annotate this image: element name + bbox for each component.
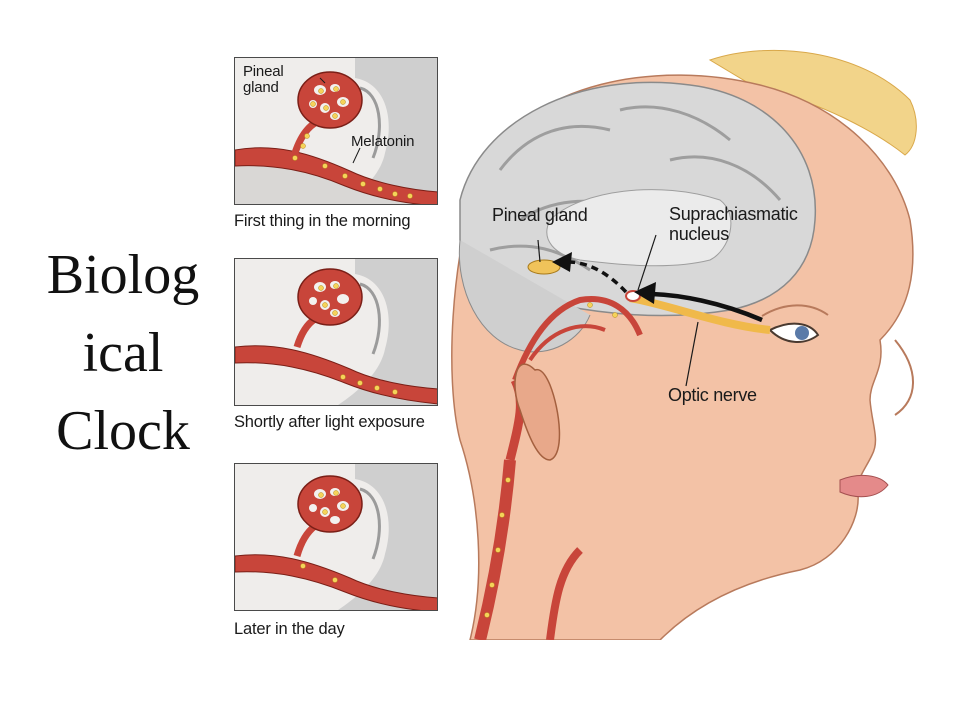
ear xyxy=(514,363,561,461)
melatonin-dots xyxy=(318,283,398,395)
panel-later-in-day xyxy=(234,463,438,611)
head-illustration xyxy=(451,49,917,640)
melatonin-dots xyxy=(292,86,413,199)
pineal-gland-shape xyxy=(297,475,363,533)
label-melatonin: Melatonin xyxy=(351,133,415,150)
hair xyxy=(708,49,917,156)
melatonin-dots xyxy=(300,490,346,583)
blood-vessel xyxy=(235,147,437,204)
caption-morning: First thing in the morning xyxy=(234,212,411,230)
pineal-panel-illustration xyxy=(235,464,437,610)
lips xyxy=(839,474,889,498)
caption-light-exposure: Shortly after light exposure xyxy=(234,413,425,431)
label-pineal-gland: Pineal gland xyxy=(492,205,588,225)
panel-light-exposure xyxy=(234,258,438,406)
label-suprachiasmatic-nucleus: Suprachiasmatic nucleus xyxy=(669,204,798,244)
label-pineal-gland-panel: Pineal gland xyxy=(243,63,284,96)
pineal-panel-illustration xyxy=(235,259,437,405)
pineal-gland-shape xyxy=(297,71,363,129)
slide-title: Biolog ical Clock xyxy=(46,244,200,462)
solid-arrow-icon xyxy=(634,282,763,323)
vessel-melatonin-dots xyxy=(484,302,618,618)
label-optic-nerve: Optic nerve xyxy=(668,385,757,405)
dashed-arrow-icon xyxy=(552,252,628,294)
pineal-gland-shape xyxy=(297,268,363,326)
pineal-gland xyxy=(527,259,561,275)
pineal-panel-illustration xyxy=(235,58,437,204)
optic-nerve xyxy=(629,294,771,334)
caption-later-in-day: Later in the day xyxy=(234,620,345,638)
panel-morning: Pineal gland Melatonin xyxy=(234,57,438,205)
